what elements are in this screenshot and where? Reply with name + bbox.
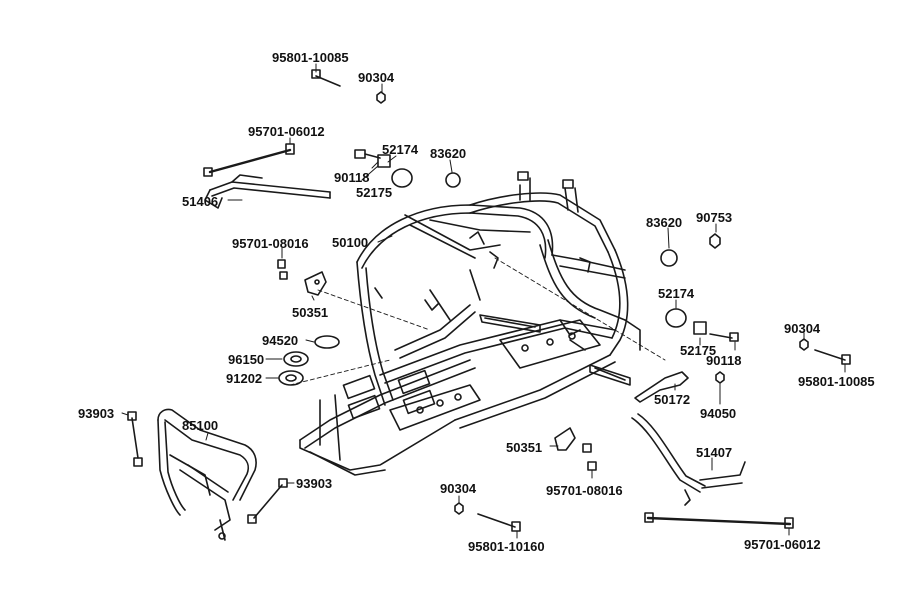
label-50351-left: 50351	[292, 305, 329, 320]
rack-bar-51406	[204, 174, 331, 209]
label-95701-06012-top: 95701-06012	[248, 124, 325, 139]
label-51406: 51406	[182, 194, 219, 209]
label-95801-10085-top: 95801-10085	[272, 50, 349, 65]
label-90118-top: 90118	[334, 170, 370, 185]
label-95701-06012-bottom: 95701-06012	[744, 537, 821, 552]
label-90304-bottom: 90304	[440, 481, 477, 496]
label-91202: 91202	[226, 371, 263, 386]
label-85100: 85100	[182, 418, 219, 433]
label-83620-right: 83620	[646, 215, 683, 230]
label-51407: 51407	[696, 445, 733, 460]
hardware	[127, 69, 851, 532]
label-90753: 90753	[696, 210, 733, 225]
bracket-50172	[634, 371, 689, 403]
label-96150: 96150	[228, 352, 265, 367]
label-83620-top: 83620	[430, 146, 467, 161]
label-94050: 94050	[700, 406, 737, 421]
label-90304-right: 90304	[784, 321, 821, 336]
label-95701-08016-left: 95701-08016	[232, 236, 309, 251]
label-52174-right: 52174	[658, 286, 695, 301]
label-95801-10085-right: 95801-10085	[798, 374, 875, 389]
label-94520: 94520	[262, 333, 299, 348]
label-95801-10160: 95801-10160	[468, 539, 545, 554]
label-50172: 50172	[654, 392, 691, 407]
front-bumper	[157, 408, 257, 541]
pointer-lines	[121, 63, 846, 539]
label-50100: 50100	[332, 235, 369, 250]
label-52175-top: 52175	[356, 185, 393, 200]
label-93903-mid: 93903	[296, 476, 333, 491]
label-90118-right: 90118	[706, 353, 742, 368]
label-52174-top: 52174	[382, 142, 419, 157]
rack-bar-51407	[631, 413, 746, 506]
main-frame	[299, 171, 641, 476]
long-bolts	[208, 148, 792, 526]
leader-lines	[289, 257, 666, 386]
label-95701-08016-bottom: 95701-08016	[546, 483, 623, 498]
label-50351-bottom: 50351	[506, 440, 543, 455]
label-90304-top: 90304	[358, 70, 395, 85]
label-93903-left: 93903	[78, 406, 115, 421]
label-52175-right: 52175	[680, 343, 717, 358]
